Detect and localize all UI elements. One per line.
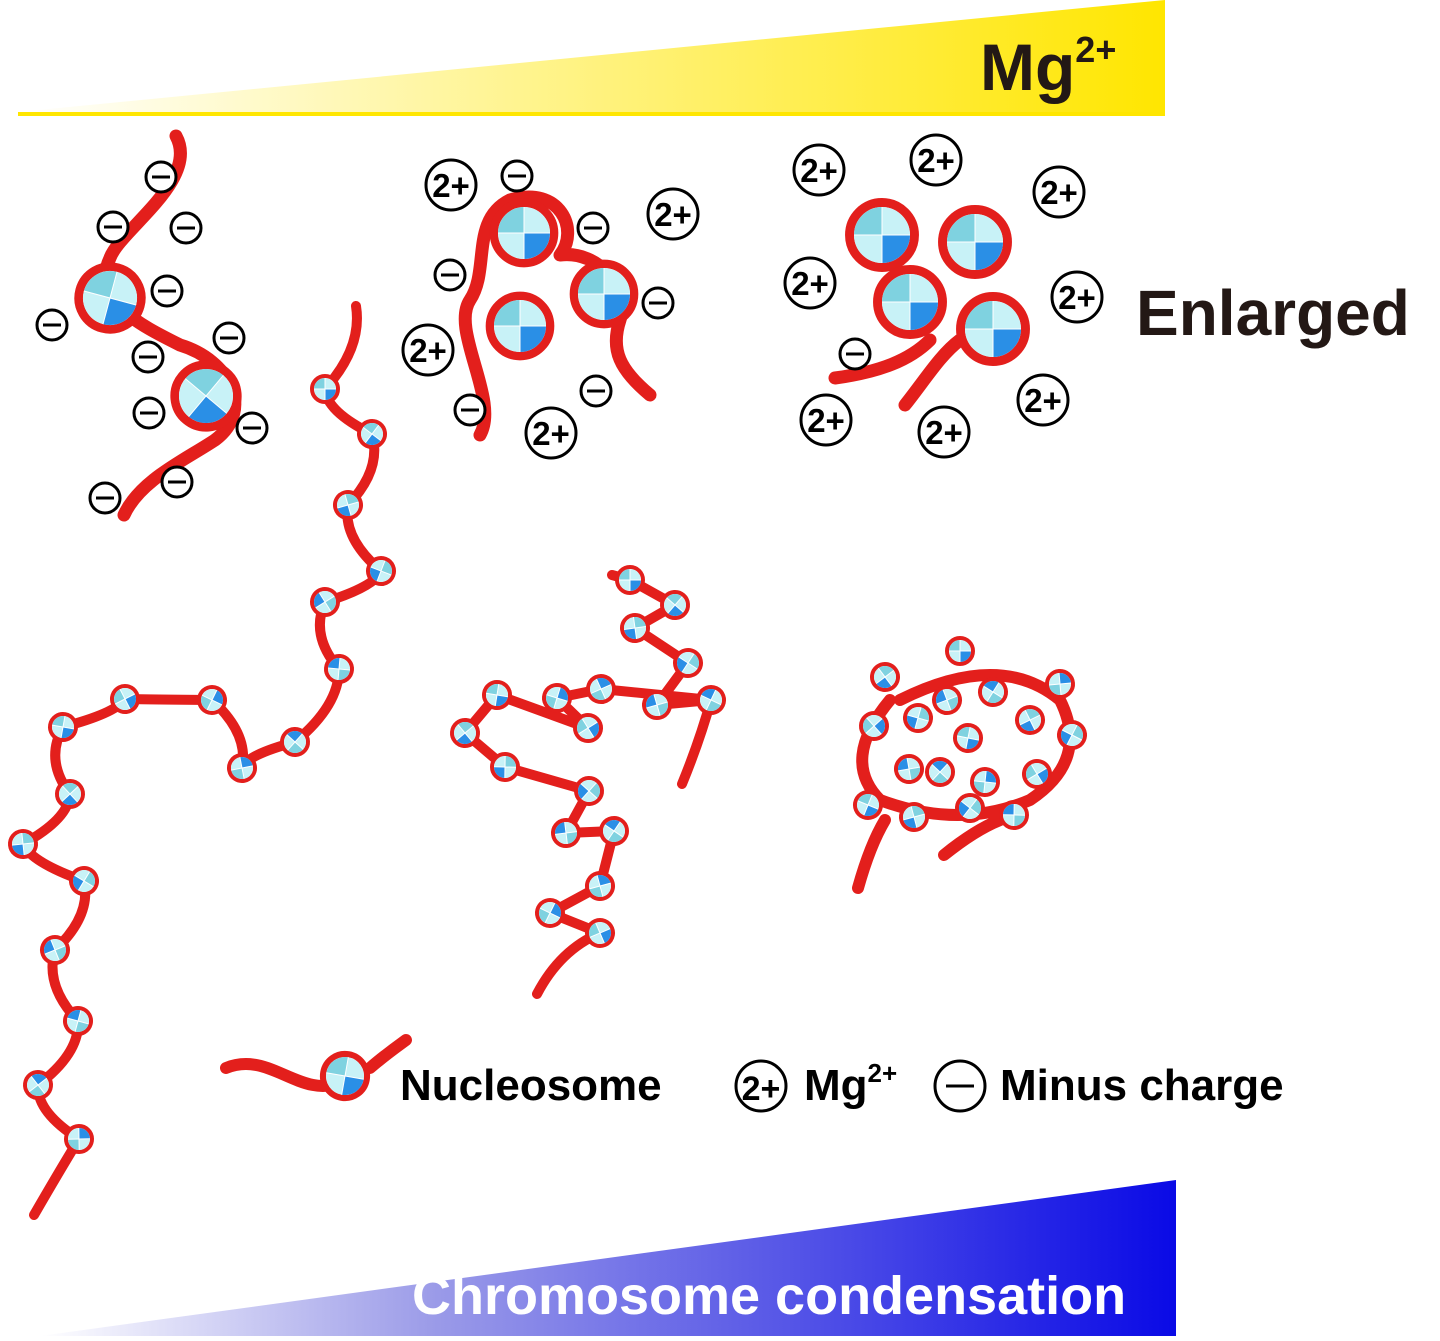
mg-ion-icon: 2+ xyxy=(403,325,453,375)
minus-charge-icon xyxy=(581,376,611,406)
nucleosome xyxy=(9,830,38,859)
nucleosome xyxy=(66,863,102,899)
svg-text:2+: 2+ xyxy=(409,332,447,369)
nucleosome xyxy=(943,210,1008,275)
minus-charge-icon xyxy=(643,288,673,318)
nucleosome xyxy=(482,680,512,710)
nucleosome xyxy=(312,376,338,402)
nucleosome xyxy=(1001,802,1027,828)
svg-text:2+: 2+ xyxy=(742,1070,781,1108)
nucleosome xyxy=(552,819,581,848)
legend-nucleosome-dna xyxy=(226,1040,406,1086)
svg-text:2+: 2+ xyxy=(800,152,838,189)
nucleosome xyxy=(953,723,983,753)
condensation-label: Chromosome condensation xyxy=(412,1266,1126,1326)
minus-charge-icon xyxy=(435,260,465,290)
enlarged-label: Enlarged xyxy=(1136,277,1410,349)
nucleosome xyxy=(494,203,554,263)
minus-charge-icon xyxy=(578,213,608,243)
nucleosome xyxy=(867,659,903,695)
nucleosome xyxy=(584,672,618,706)
nucleosome xyxy=(354,416,390,452)
nucleosome xyxy=(894,754,924,784)
legend-nucleosome-icon xyxy=(319,1050,370,1101)
minus-charge-icon xyxy=(37,310,67,340)
nucleosome xyxy=(574,264,634,324)
nucleosome xyxy=(961,297,1026,362)
svg-text:2+: 2+ xyxy=(917,142,955,179)
mg-ion-icon: 2+ xyxy=(801,395,851,445)
svg-text:2+: 2+ xyxy=(1058,279,1096,316)
nucleosome xyxy=(617,567,643,593)
minus-charge-icon xyxy=(840,339,870,369)
mg-ion-icon: 2+ xyxy=(526,408,576,458)
minus-charge-icon xyxy=(146,162,176,192)
svg-text:2+: 2+ xyxy=(807,402,845,439)
nucleosome xyxy=(694,683,729,718)
nucleosome xyxy=(48,712,78,742)
nucleosome xyxy=(922,754,959,791)
svg-text:2+: 2+ xyxy=(654,196,692,233)
mg-ion-icon: 2+ xyxy=(1018,375,1068,425)
nucleosome xyxy=(620,613,649,642)
nucleosome xyxy=(1013,703,1048,738)
nucleosome xyxy=(902,702,934,734)
nucleosome xyxy=(947,638,973,664)
nucleosome xyxy=(307,584,343,620)
nucleosome xyxy=(319,1050,370,1101)
legend: Nucleosome 2+ Mg2+ Minus charge xyxy=(226,1040,1284,1111)
minus-charge-icon xyxy=(237,413,267,443)
legend-nucleosome-label: Nucleosome xyxy=(400,1061,662,1110)
nucleosome xyxy=(66,1126,92,1152)
mg-ion-icon: 2+ xyxy=(426,160,476,210)
mg-ion-icon: 2+ xyxy=(1052,272,1102,322)
svg-text:2+: 2+ xyxy=(1024,382,1062,419)
nucleosome xyxy=(1055,718,1090,753)
nucleosome xyxy=(325,655,353,683)
mg-ion-icon: 2+ xyxy=(785,258,835,308)
legend-mg-label: Mg2+ xyxy=(804,1058,897,1110)
nucleosome xyxy=(583,916,617,950)
mg-ion-icon: 2+ xyxy=(1034,167,1084,217)
nucleosome xyxy=(878,270,943,335)
svg-text:2+: 2+ xyxy=(1040,174,1078,211)
minus-charge-icon xyxy=(162,467,192,497)
mg-ion-icon: 2+ xyxy=(919,407,969,457)
minus-charge-icon xyxy=(214,323,244,353)
legend-mg-icon: 2+ xyxy=(736,1061,786,1111)
mg-ion-icon: 2+ xyxy=(911,135,961,185)
svg-text:2+: 2+ xyxy=(532,415,570,452)
svg-text:2+: 2+ xyxy=(925,414,963,451)
nucleosome xyxy=(492,754,518,780)
minus-charge-icon xyxy=(98,212,128,242)
minus-charge-icon xyxy=(455,395,485,425)
nucleosome xyxy=(596,813,632,849)
svg-text:2+: 2+ xyxy=(791,265,829,302)
minus-charge-icon xyxy=(134,398,164,428)
minus-charge-icon xyxy=(152,276,182,306)
nucleosome xyxy=(971,768,1000,797)
nucleosome xyxy=(1046,670,1074,698)
nucleosome xyxy=(571,773,608,810)
mg-ion-icon: 2+ xyxy=(794,145,844,195)
nucleosome xyxy=(850,203,915,268)
minus-charge-icon xyxy=(90,483,120,513)
minus-charge-icon xyxy=(133,342,163,372)
legend-minus-label: Minus charge xyxy=(1000,1061,1284,1110)
svg-text:2+: 2+ xyxy=(432,167,470,204)
minus-charge-icon xyxy=(502,161,532,191)
legend-minus-icon xyxy=(935,1061,985,1111)
mg-ion-icon: 2+ xyxy=(648,189,698,239)
nucleosome xyxy=(490,296,550,356)
minus-charge-icon xyxy=(171,213,201,243)
